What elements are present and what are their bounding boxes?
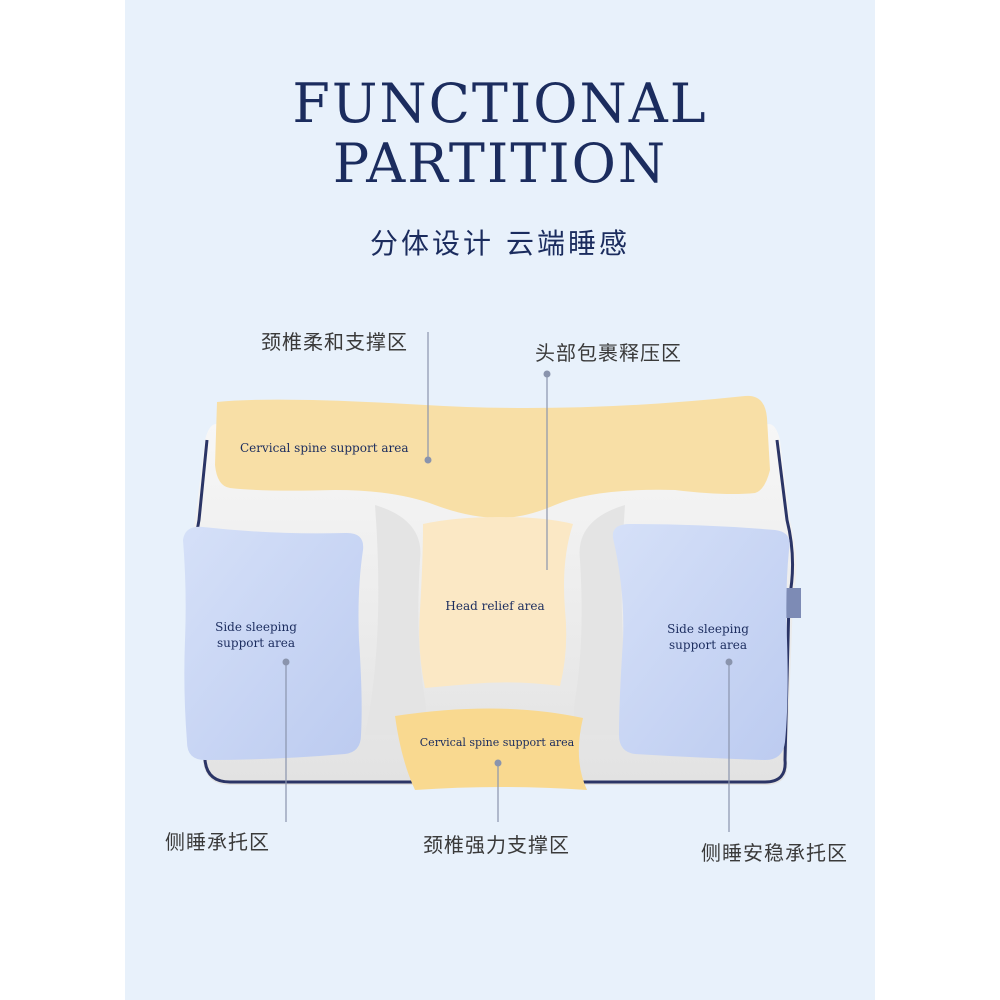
page-title-line1: FUNCTIONAL (292, 72, 708, 135)
left-side-en-line2: support area (217, 636, 295, 650)
right-side-zone (612, 524, 790, 760)
top-cervical-en-label: Cervical spine support area (240, 441, 409, 455)
page-title-line2: PARTITION (332, 132, 668, 195)
leader-dots (282, 370, 733, 767)
left-side-cn-label: 侧睡承托区 (165, 830, 270, 854)
top-cervical-cn-label: 颈椎柔和支撑区 (261, 330, 408, 354)
product-panel: FUNCTIONAL PARTITION 分体设计 云端睡感 (125, 0, 875, 1000)
bottom-cervical-cn-label: 颈椎强力支撑区 (423, 833, 570, 857)
leader-lines (285, 332, 730, 832)
leader-dot (424, 456, 432, 464)
top-cervical-zone (215, 395, 770, 518)
left-side-zone (183, 526, 364, 760)
leader-dot (543, 370, 551, 378)
head-relief-zone (419, 517, 573, 688)
leader-dot (494, 759, 502, 767)
bottom-cervical-en-label: Cervical spine support area (419, 736, 575, 749)
right-side-cn-label: 侧睡安稳承托区 (701, 841, 848, 865)
head-relief-en-label: Head relief area (445, 599, 545, 613)
right-side-en-line2: support area (669, 638, 747, 652)
head-relief-cn-label: 头部包裹释压区 (535, 341, 682, 365)
channel-left (365, 505, 427, 735)
page-subtitle: 分体设计 云端睡感 (370, 227, 630, 260)
leader-dot (725, 658, 733, 666)
bottom-cervical-zone (395, 708, 587, 790)
leader-dot (282, 658, 290, 666)
right-side-en-label: Side sleeping support area (653, 621, 763, 653)
pillow-illustration (183, 332, 801, 832)
pillow-tag (785, 588, 801, 618)
left-side-en-label: Side sleeping support area (201, 619, 311, 651)
left-side-en-line1: Side sleeping (215, 620, 297, 634)
right-side-en-line1: Side sleeping (667, 622, 749, 636)
